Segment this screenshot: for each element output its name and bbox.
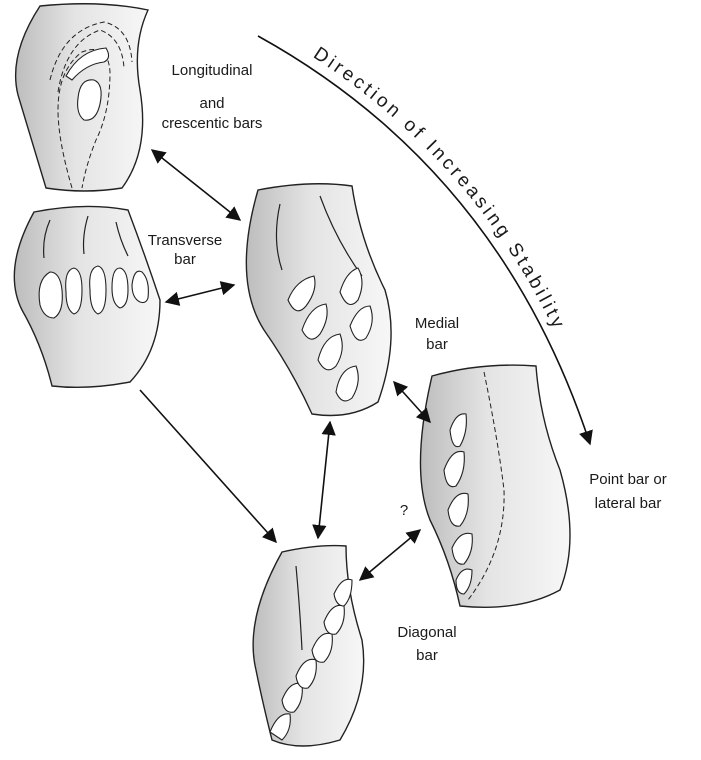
medial-bar-shape — [246, 184, 391, 416]
point-bar-shape — [420, 365, 570, 607]
question-mark: ? — [400, 502, 408, 519]
label-transverse-line1: Transverse — [148, 232, 222, 249]
label-point-line2: lateral bar — [595, 495, 662, 512]
bar-labels: Longitudinal and crescentic bars Transve… — [148, 62, 667, 664]
label-diagonal-line2: bar — [416, 647, 438, 664]
arrow-transverse-diagonal — [140, 390, 276, 542]
longitudinal-bar-shape — [16, 4, 148, 191]
label-longitudinal-line2: and — [199, 95, 224, 112]
arrow-medial-diagonal — [318, 422, 330, 538]
label-longitudinal-line3: crescentic bars — [162, 115, 263, 132]
transverse-bar-shape — [14, 206, 160, 387]
label-medial-line2: bar — [426, 336, 448, 353]
label-transverse-line2: bar — [174, 251, 196, 268]
arrow-longitudinal-medial — [152, 150, 240, 220]
diagonal-bar-shape — [253, 546, 364, 746]
label-point-line1: Point bar or — [589, 471, 667, 488]
label-diagonal-line1: Diagonal — [397, 624, 456, 641]
label-medial-line1: Medial — [415, 315, 459, 332]
arrow-transverse-medial — [166, 285, 234, 302]
label-longitudinal-line1: Longitudinal — [172, 62, 253, 79]
arrow-medial-point — [394, 382, 430, 422]
arrow-diagonal-point — [360, 530, 420, 580]
